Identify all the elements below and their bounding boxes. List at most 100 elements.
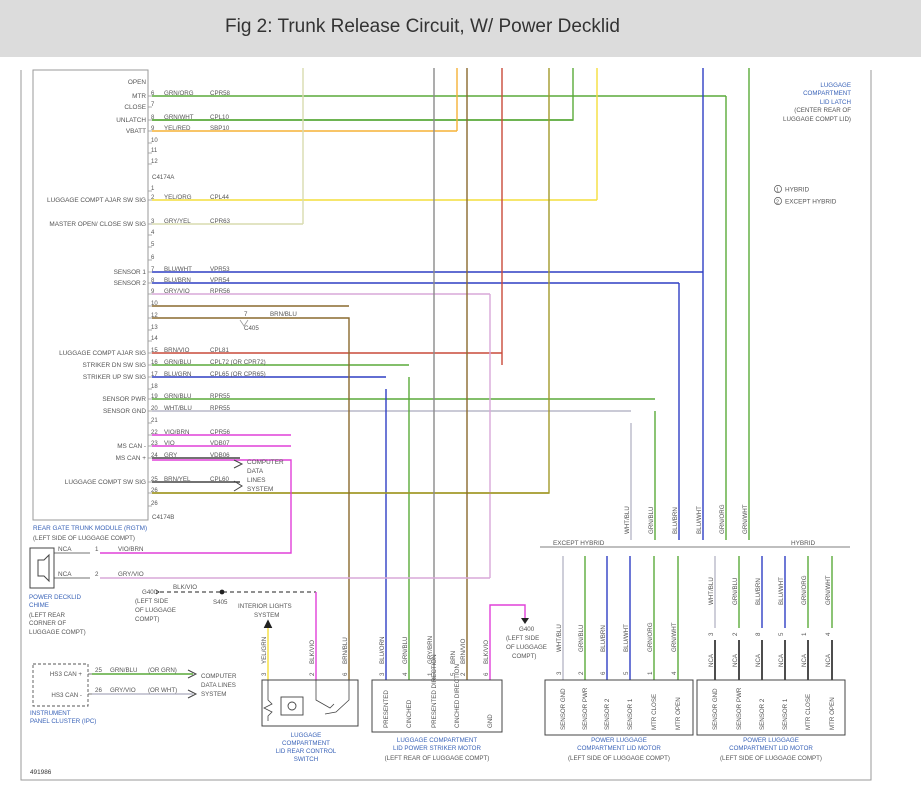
latch-name-2: COMPARTMENT xyxy=(803,90,851,97)
hybrid-motor-nca: NCA xyxy=(732,653,739,667)
except-motor-term: SENSOR 2 xyxy=(604,698,611,730)
pin-label: CLOSE xyxy=(124,104,146,111)
rear-switch-name-1: LUGGAGE xyxy=(291,732,322,739)
wire-brn-blu xyxy=(152,317,350,680)
wire-blk-vio-g400 xyxy=(489,604,526,680)
pin-number: 8 xyxy=(151,115,155,121)
wire-code: BRN/VIO xyxy=(164,347,190,354)
upper-wire-label: GRN/ORG xyxy=(719,504,726,534)
pin-number: 25 xyxy=(151,477,158,483)
striker-pin: 6 xyxy=(483,672,490,676)
striker-term: CINCHED DIRECTION xyxy=(454,664,461,728)
c405-pin: 7 xyxy=(244,311,248,318)
hybrid-motor-term: SENSOR 2 xyxy=(759,698,766,730)
g400-wire-label: BLK/VIO xyxy=(173,584,197,591)
pin-number: 3 xyxy=(151,219,155,225)
interior-lights-1: INTERIOR LIGHTS xyxy=(238,603,292,610)
pin-number: 21 xyxy=(151,418,158,424)
wire-code: GRN/ORG xyxy=(164,90,194,97)
pin-number: 20 xyxy=(151,406,158,412)
upper-wire-label: GRN/WHT xyxy=(742,504,749,534)
ipc-pin25: 25 xyxy=(95,667,102,674)
g400b-name: G400 xyxy=(519,626,535,633)
wire-code: YEL/RED xyxy=(164,125,191,132)
open-label: OPEN xyxy=(128,79,146,86)
hybrid-motor-name-1: POWER LUGGAGE xyxy=(743,737,799,744)
pin-number: 26 xyxy=(151,501,158,507)
computer-data-lines-3: LINES xyxy=(247,477,265,484)
g400-label: G400 xyxy=(142,589,158,596)
wire-code: VIO xyxy=(164,440,175,447)
latch-name-3: LID LATCH xyxy=(820,99,851,106)
striker-pin: 5 xyxy=(450,672,457,676)
page-title: Fig 2: Trunk Release Circuit, W/ Power D… xyxy=(225,16,620,37)
chime-loc-2: CORNER OF xyxy=(29,620,66,627)
wire-code: YEL/ORG xyxy=(164,194,192,201)
upper-wire-label: GRN/BLU xyxy=(648,506,655,534)
circuit-code: VDB06 xyxy=(210,452,230,459)
chime-wire2: GRY/VIO xyxy=(118,571,144,578)
except-motor-location: (LEFT SIDE OF LUGGAGE COMPT) xyxy=(568,755,670,762)
wire-code: BLU/BRN xyxy=(164,277,191,284)
pin-number: 17 xyxy=(151,372,158,378)
pin-label: UNLATCH xyxy=(116,117,146,124)
pin-label: LUGGAGE COMPT SW SIG xyxy=(65,479,146,486)
diagram-frame xyxy=(20,70,872,781)
except-motor-box xyxy=(544,679,694,736)
pin-number: 24 xyxy=(151,453,158,459)
rear-switch-pin: 2 xyxy=(309,672,316,676)
g400b-loc-3: COMPT) xyxy=(512,653,536,660)
hybrid-motor-wire-label: BLU/WHT xyxy=(778,577,785,605)
pin-number: 11 xyxy=(151,148,158,154)
switch-contact xyxy=(315,680,335,709)
wire-code: BLU/GRN xyxy=(164,371,192,378)
g400b-loc-1: (LEFT SIDE xyxy=(506,635,539,642)
ipc-box xyxy=(32,663,89,707)
except-motor-wire-label: GRN/WHT xyxy=(671,622,678,652)
ipc-wire25: GRN/BLU xyxy=(110,667,138,674)
hybrid-motor-wire-label: BLU/BRN xyxy=(755,578,762,605)
upper-wire-label: WHT/BLU xyxy=(624,506,631,534)
wire-code: GRY/VIO xyxy=(164,288,190,295)
hybrid-motor-term: SENSOR 1 xyxy=(782,698,789,730)
hybrid-motor-wire-label: WHT/BLU xyxy=(708,577,715,605)
pin-label: MS CAN + xyxy=(116,455,147,462)
circuit-code: CPR58 xyxy=(210,90,231,97)
hybrid-motor-nca: NCA xyxy=(708,653,715,667)
rear-switch-name-4: SWITCH xyxy=(294,756,318,763)
g400-loc-1: (LEFT SIDE xyxy=(135,598,168,605)
wire-code: VIO/BRN xyxy=(164,429,189,436)
pin-number: 12 xyxy=(151,159,158,165)
ipc-alt26: (OR WHT) xyxy=(148,687,177,694)
rear-switch-name-2: COMPARTMENT xyxy=(282,740,330,747)
pin-label: MS CAN - xyxy=(117,443,146,450)
module-location: (LEFT SIDE OF LUGGAGE COMPT) xyxy=(33,535,135,542)
chime-pin1: 1 xyxy=(95,546,99,553)
ipc-arrow-2 xyxy=(187,689,198,699)
pin-number: 8 xyxy=(151,278,155,284)
pin-number: 13 xyxy=(151,325,158,331)
legend-2-circle xyxy=(774,197,782,205)
switch-icon xyxy=(280,696,304,716)
pin-label: MASTER OPEN/ CLOSE SW SIG xyxy=(49,221,146,228)
rear-switch-wire: YEL/GRN xyxy=(261,637,268,664)
ipc-name-1: INSTRUMENT xyxy=(30,710,71,717)
latch-loc-1: (CENTER REAR OF xyxy=(794,107,851,114)
computer-data-lines-1: COMPUTER xyxy=(247,459,284,466)
hybrid-motor-pin: 3 xyxy=(708,632,715,636)
hybrid-motor-pin: 5 xyxy=(778,632,785,636)
circuit-code: RPR55 xyxy=(210,393,231,400)
striker-wire: BRN/VIO xyxy=(460,638,467,664)
connector-c4174a: C4174A xyxy=(152,174,175,181)
c405-label: C405 xyxy=(244,325,259,332)
hybrid-motor-pin: 1 xyxy=(801,632,808,636)
striker-pin: 1 xyxy=(427,672,434,676)
pin-label: SENSOR GND xyxy=(103,408,146,415)
header-bar: Fig 2: Trunk Release Circuit, W/ Power D… xyxy=(0,0,921,57)
hybrid-motor-wire-label: GRN/WHT xyxy=(825,575,832,605)
g400-loc-2: OF LUGGAGE xyxy=(135,607,176,614)
switch-contact-2 xyxy=(324,680,350,715)
g400b-loc-2: OF LUGGAGE xyxy=(506,644,547,651)
striker-box xyxy=(371,679,503,733)
pin-number: 23 xyxy=(151,441,158,447)
